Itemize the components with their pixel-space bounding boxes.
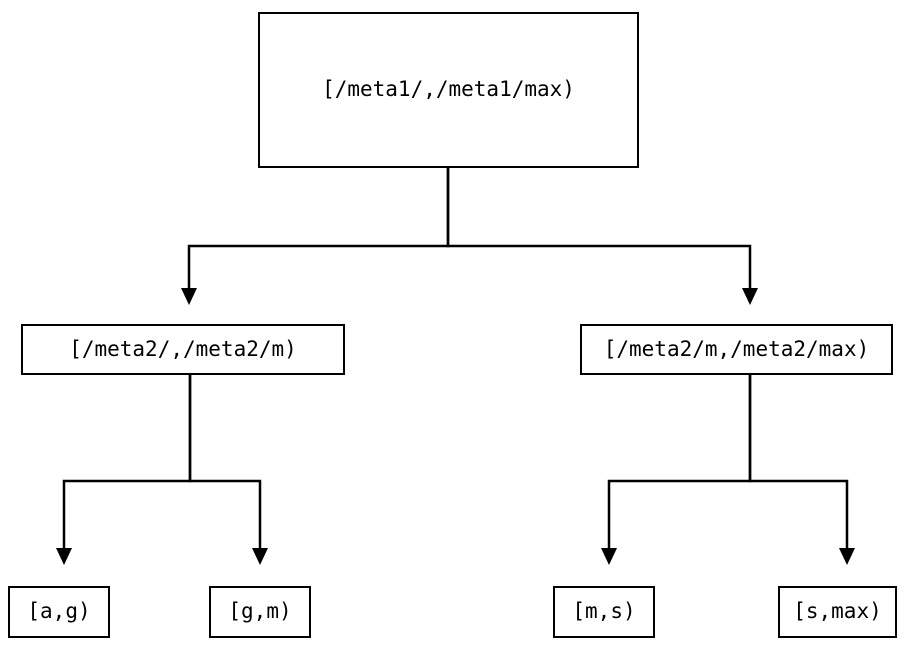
edge-mid-right-to-leaf-3 bbox=[601, 375, 752, 565]
edge-mid-right-to-leaf-4 bbox=[748, 375, 855, 565]
arrowhead-icon bbox=[839, 548, 855, 565]
node-mid-right-label: [/meta2/m,/meta2/max) bbox=[603, 336, 870, 361]
arrowhead-icon bbox=[742, 288, 758, 305]
edge-root-to-mid-left bbox=[181, 168, 450, 305]
node-mid-left[interactable]: [/meta2/,/meta2/m) bbox=[21, 324, 345, 375]
arrowhead-icon bbox=[181, 288, 197, 305]
node-root[interactable]: [/meta1/,/meta1/max) bbox=[258, 12, 639, 168]
node-leaf-s-max[interactable]: [s,max) bbox=[778, 586, 897, 638]
node-leaf-a-g[interactable]: [a,g) bbox=[8, 586, 110, 638]
edge-root-to-mid-right bbox=[446, 168, 758, 305]
arrowhead-icon bbox=[601, 548, 617, 565]
edge-mid-left-to-leaf-1 bbox=[56, 375, 192, 565]
node-mid-left-label: [/meta2/,/meta2/m) bbox=[69, 336, 297, 361]
edge-mid-left-to-leaf-2 bbox=[188, 375, 268, 565]
node-mid-right[interactable]: [/meta2/m,/meta2/max) bbox=[580, 324, 893, 375]
node-leaf-a-g-label: [a,g) bbox=[27, 599, 91, 624]
node-leaf-g-m-label: [g,m) bbox=[228, 599, 292, 624]
node-leaf-m-s-label: [m,s) bbox=[572, 599, 636, 624]
node-leaf-m-s[interactable]: [m,s) bbox=[553, 586, 655, 638]
node-leaf-s-max-label: [s,max) bbox=[793, 599, 882, 624]
node-leaf-g-m[interactable]: [g,m) bbox=[209, 586, 311, 638]
arrowhead-icon bbox=[56, 548, 72, 565]
arrowhead-icon bbox=[252, 548, 268, 565]
node-root-label: [/meta1/,/meta1/max) bbox=[322, 77, 575, 102]
